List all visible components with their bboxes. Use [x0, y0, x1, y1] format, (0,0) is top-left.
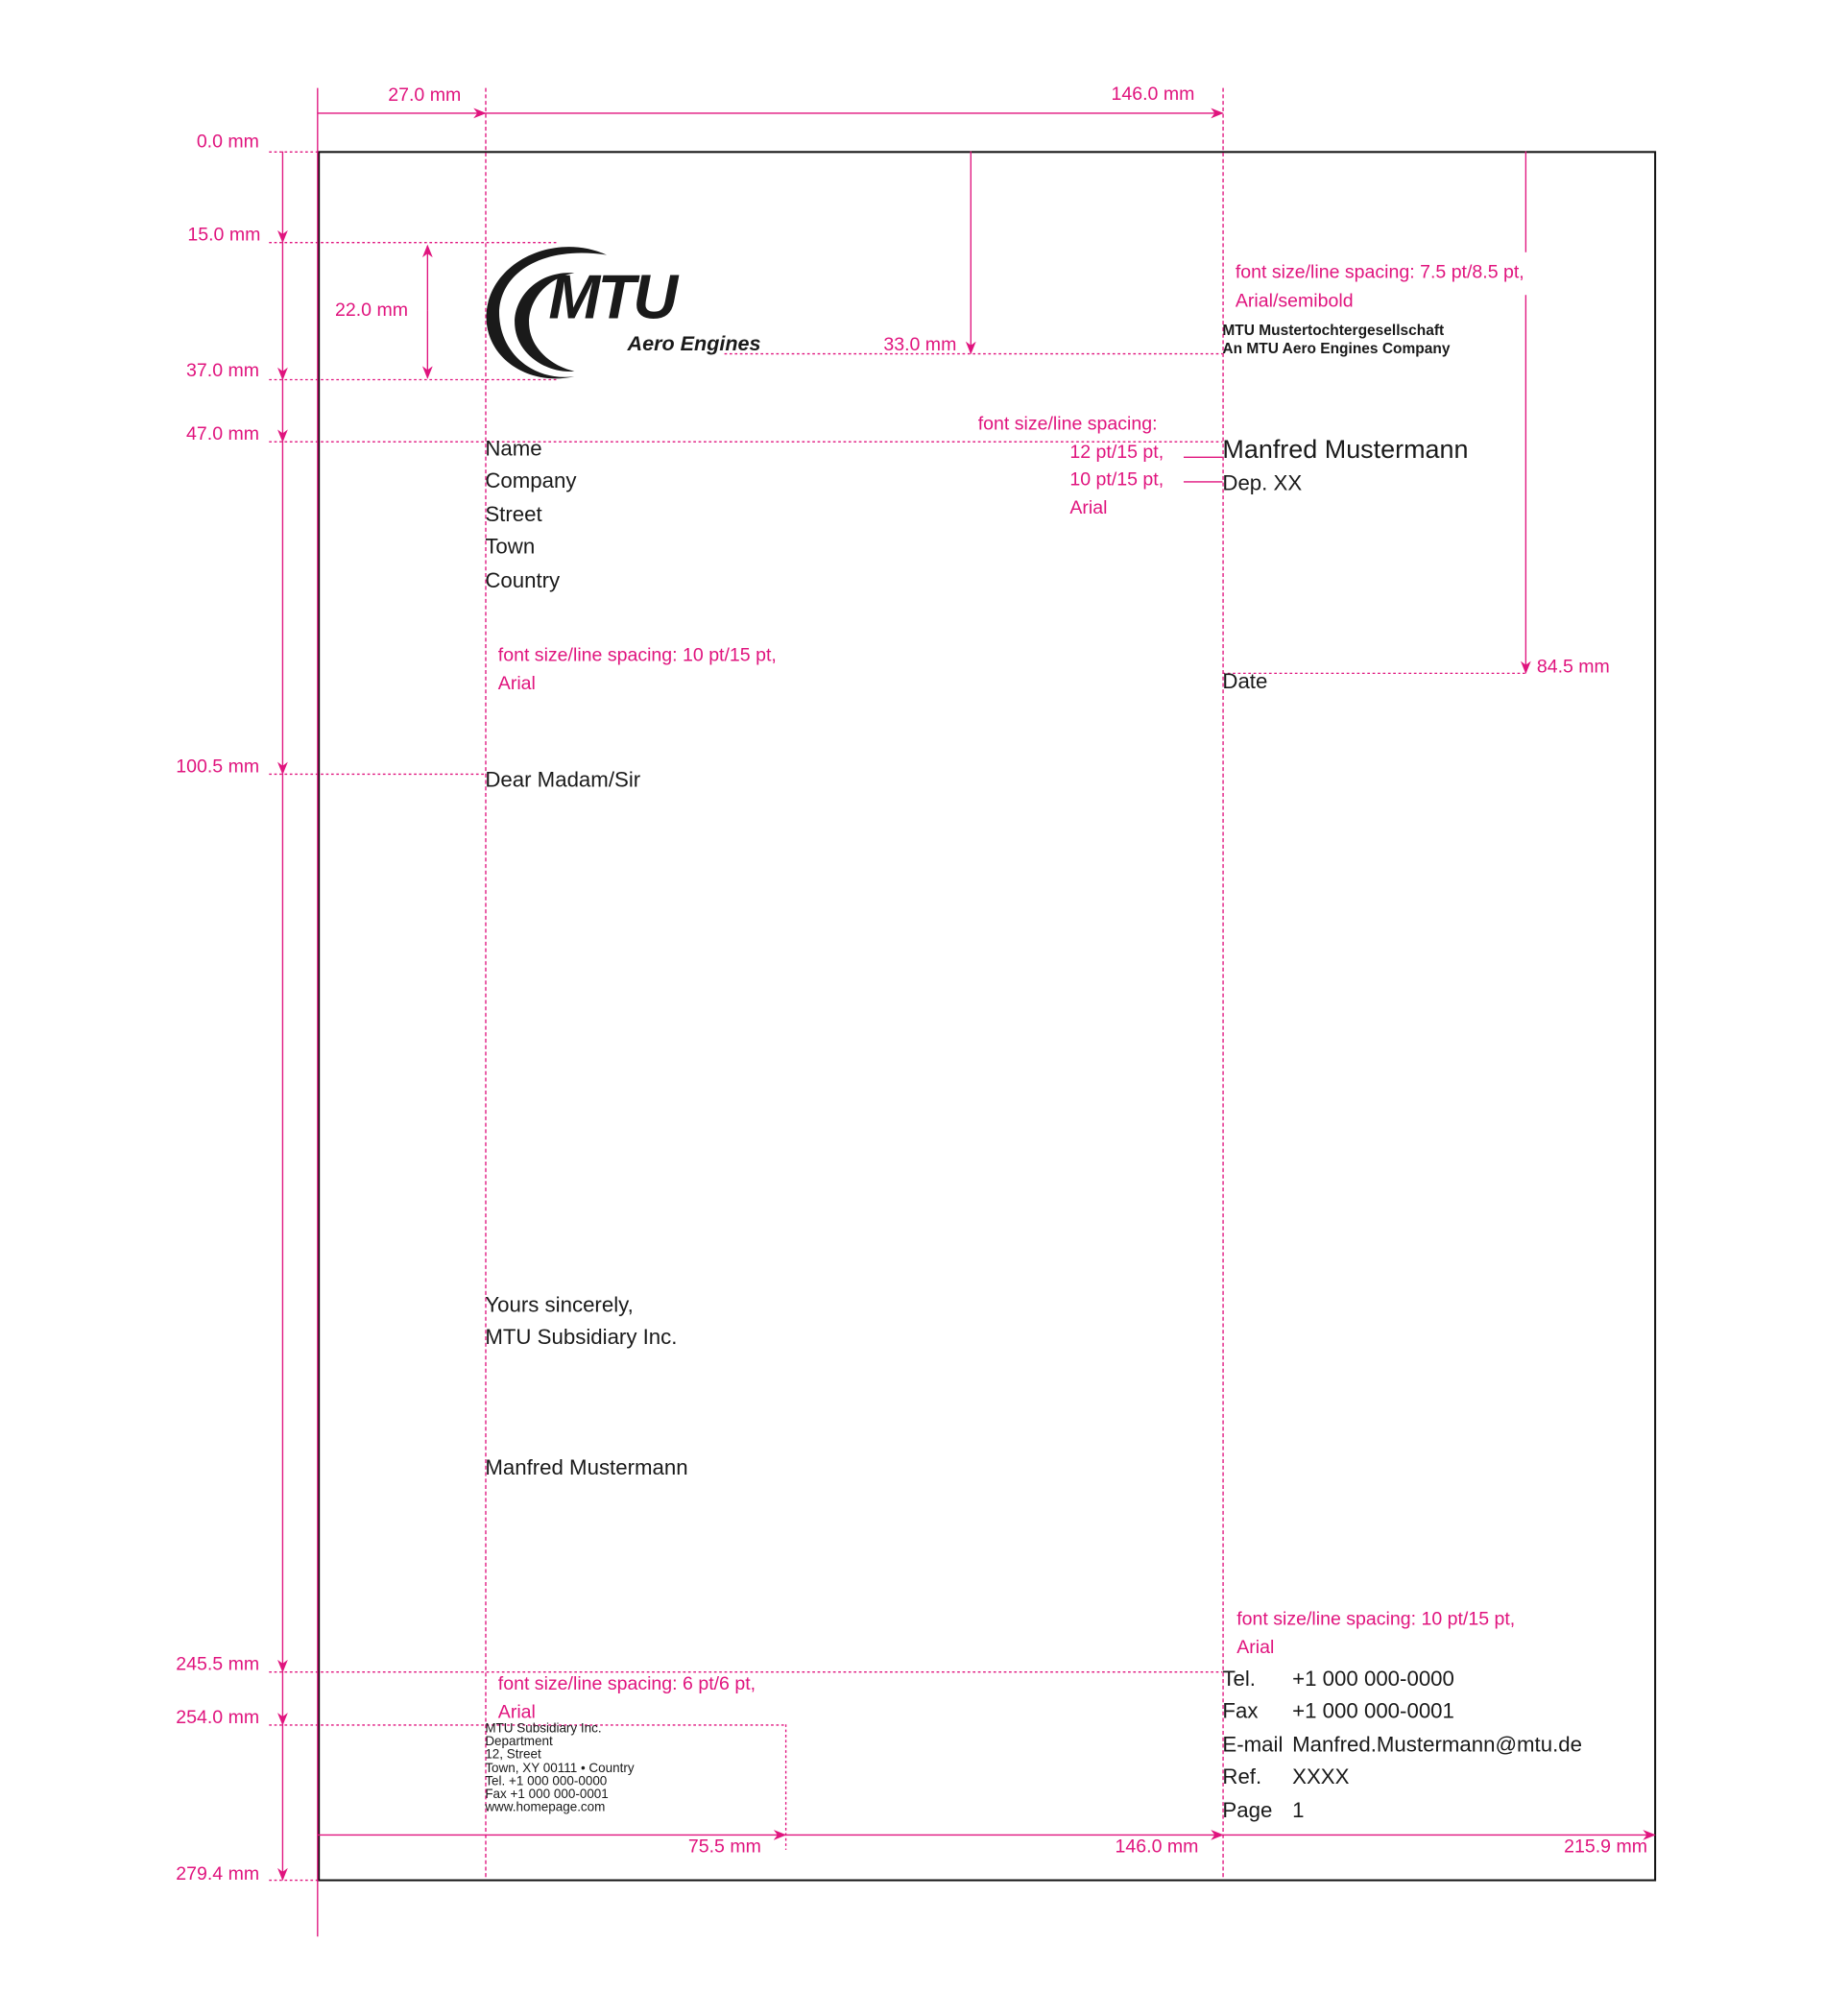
closing-company: MTU Subsidiary Inc. [485, 1326, 678, 1350]
footer-line: 12, Street [485, 1748, 541, 1763]
contact-ref: Ref.XXXX [1222, 1765, 1350, 1789]
recipient-address: Name Company Street Town Country [485, 433, 576, 597]
closing: Yours sincerely, MTU Subsidiary Inc. [485, 1289, 677, 1355]
recipient-street: Street [485, 502, 542, 527]
annotation-sender-2: 12 pt/15 pt, [1069, 442, 1164, 464]
footer-line: www.homepage.com [485, 1801, 606, 1815]
annotation-contact-1: font size/line spacing: 10 pt/15 pt, [1236, 1609, 1516, 1630]
recipient-name: Name [485, 437, 542, 461]
measure-logo-baseline: 33.0 mm [883, 335, 957, 356]
measure-bottom-146: 146.0 mm [1115, 1836, 1199, 1859]
footer-line: MTU Subsidiary Inc. [485, 1721, 602, 1737]
measure-top-146: 146.0 mm [1111, 84, 1195, 106]
measure-left-37: 37.0 mm [186, 360, 260, 382]
annotation-sender-3: 10 pt/15 pt, [1069, 469, 1164, 491]
measure-left-47: 47.0 mm [186, 423, 260, 445]
annotation-footer-2: Arial [497, 1702, 536, 1723]
measure-top-27: 27.0 mm [388, 84, 462, 107]
measure-left-15: 15.0 mm [187, 225, 261, 247]
company-header: MTU Mustertochtergesellschaft An MTU Aer… [1222, 323, 1450, 359]
page-outline [318, 151, 1657, 1882]
annotation-sender-4: Arial [1069, 497, 1108, 519]
measure-logo-height: 22.0 mm [335, 300, 409, 322]
annotation-header-1: font size/line spacing: 7.5 pt/8.5 pt, [1235, 262, 1524, 284]
footer-address: MTU Subsidiary Inc. Department 12, Stree… [485, 1721, 635, 1815]
annotation-header-2: Arial/semibold [1235, 291, 1354, 312]
footer-line: Town, XY 00111 • Country [485, 1761, 635, 1776]
contact-fax: Fax+1 000 000-0001 [1222, 1700, 1454, 1724]
annotation-address-2: Arial [497, 674, 536, 695]
annotation-sender-1: font size/line spacing: [977, 414, 1158, 435]
measure-left-245: 245.5 mm [176, 1654, 260, 1676]
sender-name: Manfred Mustermann [1222, 436, 1469, 465]
sender-department: Dep. XX [1222, 471, 1303, 496]
contact-block: Tel.+1 000 000-0000 Fax+1 000 000-0001 E… [1222, 1664, 1582, 1828]
logo-swoosh-icon [486, 247, 607, 379]
annotation-address-1: font size/line spacing: 10 pt/15 pt, [497, 645, 777, 666]
company-tagline: An MTU Aero Engines Company [1222, 341, 1451, 357]
company-name: MTU Mustertochtergesellschaft [1222, 323, 1445, 340]
recipient-company: Company [485, 469, 577, 493]
measure-bottom-215: 215.9 mm [1564, 1836, 1648, 1859]
logo-text: MTU [548, 263, 678, 333]
contact-tel: Tel.+1 000 000-0000 [1222, 1667, 1454, 1692]
salutation: Dear Madam/Sir [485, 768, 641, 792]
closing-line: Yours sincerely, [485, 1293, 634, 1317]
footer-line: Tel. +1 000 000-0000 [485, 1774, 608, 1789]
footer-line: Department [485, 1735, 553, 1750]
signature-name: Manfred Mustermann [485, 1456, 688, 1480]
measure-bottom-75: 75.5 mm [687, 1836, 761, 1859]
annotation-footer-1: font size/line spacing: 6 pt/6 pt, [497, 1673, 756, 1695]
date-label: Date [1222, 670, 1268, 694]
measure-left-0: 0.0 mm [196, 132, 259, 154]
measure-left-279: 279.4 mm [176, 1863, 260, 1885]
footer-line: Fax +1 000 000-0001 [485, 1788, 609, 1803]
measure-left-100: 100.5 mm [176, 756, 260, 778]
mtu-logo: MTU Aero Engines [484, 242, 775, 382]
measure-date: 84.5 mm [1536, 657, 1610, 679]
recipient-town: Town [485, 536, 536, 560]
measure-left-254: 254.0 mm [176, 1707, 260, 1729]
recipient-country: Country [485, 568, 561, 592]
logo-subtitle: Aero Engines [627, 333, 761, 356]
annotation-contact-2: Arial [1236, 1637, 1275, 1659]
